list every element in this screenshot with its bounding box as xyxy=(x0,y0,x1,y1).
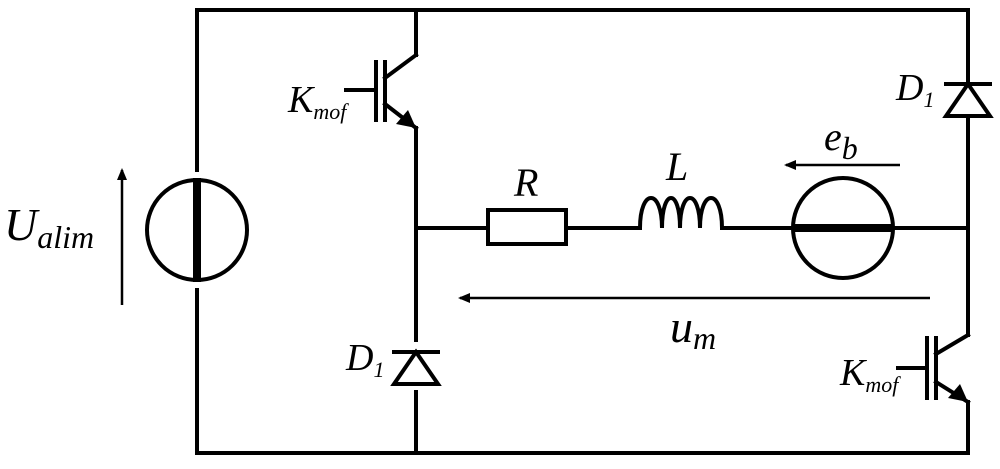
switch-top-label: Kmof xyxy=(287,79,349,124)
resistor xyxy=(486,208,568,246)
motor-voltage-label: um xyxy=(670,301,716,356)
back-emf-source xyxy=(791,176,895,280)
back-emf-label: eb xyxy=(824,114,858,166)
inductor-label: L xyxy=(665,144,688,189)
diode-right-label: D1 xyxy=(895,67,934,112)
supply-voltage-source xyxy=(145,178,249,282)
supply-voltage-label: Ualim xyxy=(4,199,94,255)
diode-left xyxy=(390,348,442,386)
outer-wiring xyxy=(195,8,970,455)
switch-bottom-igbt xyxy=(896,332,971,405)
switch-top-igbt xyxy=(344,52,419,131)
diode-right xyxy=(942,80,994,118)
resistor-label: R xyxy=(513,160,538,205)
switch-bottom-label: Kmof xyxy=(839,352,901,397)
inductor xyxy=(637,196,725,231)
diode-left-label: D1 xyxy=(345,337,384,382)
